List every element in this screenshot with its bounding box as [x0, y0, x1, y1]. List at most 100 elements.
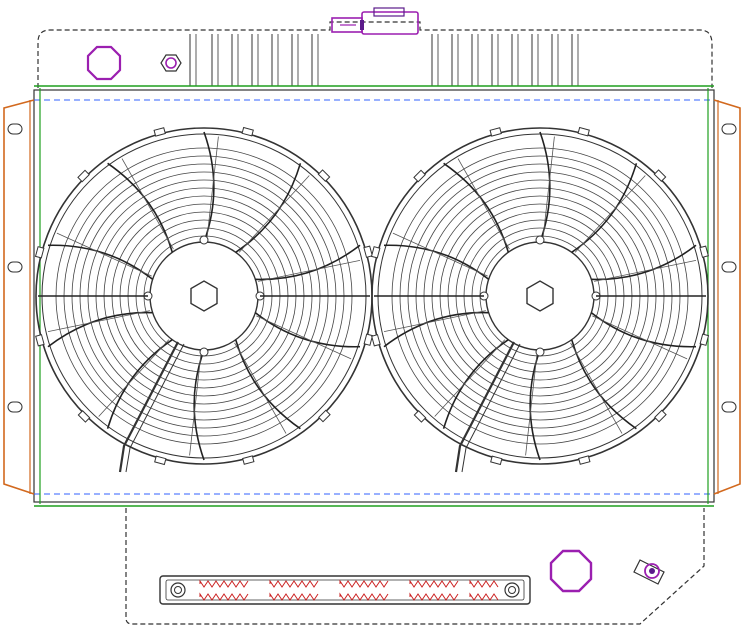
left-fan-mount-tab	[241, 126, 254, 137]
left-fan-blade-edge	[98, 339, 170, 417]
right-fan-mount-tab	[578, 455, 591, 465]
right-fan-wire-lead-inner	[461, 343, 521, 473]
left-fan-mount-tab	[153, 127, 166, 137]
left-fan-hub-bolt	[199, 235, 209, 245]
lower-strap	[159, 575, 531, 605]
right-fan-mount-tab	[577, 126, 590, 137]
strap-serration	[339, 579, 389, 588]
top-tank-outline	[37, 21, 713, 88]
radiator-cap	[86, 45, 122, 81]
right-fan-blade-edge	[434, 339, 506, 417]
right-fan-blade	[590, 312, 697, 348]
left-fan-blade-edge	[47, 310, 150, 332]
left-fan-mount-tab	[363, 333, 374, 346]
right-fan	[370, 126, 710, 473]
right-fan-blade	[383, 244, 490, 280]
right-fan-mount-tab	[699, 245, 709, 258]
right-fan-blade	[591, 244, 697, 281]
strap-serration	[269, 592, 319, 601]
right-fan-mount-tab	[413, 410, 427, 423]
left-fan-wire-lead	[118, 341, 179, 473]
left-fan-blade-edge	[189, 351, 202, 456]
left-fan-mount-tab	[77, 410, 91, 423]
left-fan	[34, 126, 374, 473]
right-fan-hub-bolt	[535, 235, 545, 245]
left-fan-mount-tab	[35, 334, 45, 347]
right-fan-blade-edge	[574, 175, 646, 253]
right-fan-mount-tab	[490, 455, 503, 466]
strap-serration	[409, 579, 459, 588]
left-fan-blade-edge	[238, 175, 310, 253]
right-bracket-slot	[721, 123, 737, 135]
right-fan-blade-edge	[542, 136, 555, 241]
left-fan-blade	[47, 244, 154, 280]
right-fan-outer-ring	[371, 127, 709, 465]
left-fan-mount-tab	[154, 455, 167, 466]
left-fan-mount-tab	[317, 169, 331, 182]
lower-strap-inner	[165, 579, 525, 601]
right-fan-mount-tab	[699, 333, 710, 346]
strap-serration	[409, 592, 459, 601]
right-fan-mount-tab	[654, 409, 667, 423]
left-fan-mount-tab	[363, 245, 373, 258]
right-fan-hub-bolt	[535, 347, 545, 357]
left-side-bracket	[3, 99, 35, 495]
strap-serration	[199, 579, 249, 588]
right-fan-mount-tab	[370, 246, 381, 259]
right-bracket-slot	[721, 261, 737, 273]
fan-switch-fitting	[633, 559, 665, 585]
lower-bracket	[125, 508, 705, 625]
right-fan-hub	[485, 241, 595, 351]
right-fan-blade	[383, 311, 489, 348]
strap-bolt-left	[170, 582, 186, 598]
right-fan-blade-edge	[592, 315, 688, 360]
left-bracket-slot	[7, 123, 23, 135]
left-fan-blade-edge	[234, 342, 287, 434]
drain-petcock	[549, 549, 593, 593]
left-fan-blade	[254, 312, 361, 348]
strap-serration	[269, 579, 319, 588]
left-fan-blade	[255, 244, 361, 281]
right-fan-blade-edge	[594, 260, 697, 282]
left-fan-wire-lead-inner	[125, 343, 185, 473]
right-fan-blade-edge	[570, 342, 623, 434]
right-fan-mount-tab	[413, 169, 426, 183]
left-fan-mount-tab	[242, 455, 255, 465]
left-fan-blade-edge	[258, 260, 361, 282]
left-bracket-slot	[7, 401, 23, 413]
right-fan-motor-nut	[526, 280, 554, 312]
right-fan-wire-lead	[454, 341, 515, 473]
left-fan-blade-edge	[56, 232, 152, 277]
right-bracket-slot	[721, 401, 737, 413]
right-fan-blade-edge	[525, 351, 538, 456]
top-tank	[37, 21, 713, 88]
right-fan-blade-edge	[457, 158, 510, 250]
left-fan-mount-tab	[77, 169, 90, 183]
right-fan-blade-edge	[392, 232, 488, 277]
strap-zigzag	[199, 579, 499, 601]
fan-shroud	[33, 85, 715, 507]
left-fan-mount-tab	[318, 409, 331, 423]
left-fan-hub-bolt	[199, 347, 209, 357]
temp-sensor-port	[160, 54, 182, 72]
right-fan-mount-tab	[653, 169, 667, 182]
right-side-bracket	[713, 99, 741, 495]
left-fan-blade-edge	[256, 315, 352, 360]
strap-serration	[469, 579, 499, 588]
strap-serration	[339, 592, 389, 601]
right-fan-mount-tab	[371, 334, 381, 347]
left-bracket-slot	[7, 261, 23, 273]
right-fan-mount-tab	[489, 127, 502, 137]
tank-fins	[189, 34, 579, 86]
left-fan-hub	[149, 241, 259, 351]
left-fan-blade-edge	[121, 158, 174, 250]
strap-bolt-right	[504, 582, 520, 598]
shroud-body	[33, 89, 715, 503]
lower-bracket-outline	[125, 508, 705, 625]
bracket-slots	[7, 123, 737, 413]
fittings	[86, 7, 665, 593]
side-brackets	[3, 99, 741, 495]
fans	[34, 126, 710, 473]
left-fan-blade	[47, 311, 153, 348]
